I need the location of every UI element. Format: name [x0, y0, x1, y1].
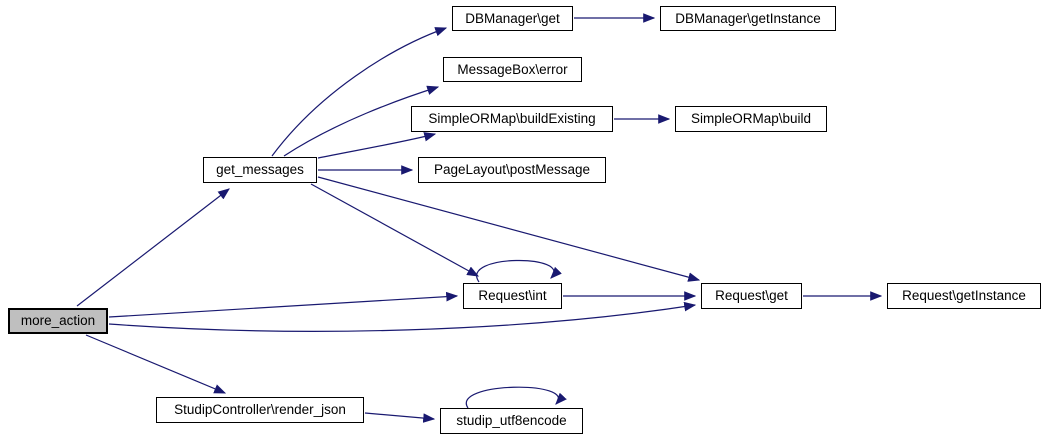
- edge-more_action-request_get: [108, 301, 697, 332]
- edge-more_action-get_messages: [76, 188, 230, 307]
- edge-more_action-request_int: [108, 291, 459, 318]
- edge-get_messages-dbmanager_get: [271, 27, 448, 157]
- edge-render_json-studip_utf8encode: [364, 412, 436, 423]
- node-request-getinstance[interactable]: Request\getInstance: [887, 283, 1041, 309]
- node-studipcontroller-render-json[interactable]: StudipController\render_json: [156, 397, 364, 423]
- edge-request_int-self-loop: [476, 259, 562, 283]
- node-more-action[interactable]: more_action: [8, 308, 108, 334]
- node-dbmanager-getinstance[interactable]: DBManager\getInstance: [660, 6, 836, 31]
- node-studip-utf8encode[interactable]: studip_utf8encode: [440, 408, 583, 434]
- node-request-int[interactable]: Request\int: [463, 283, 562, 309]
- node-simpleormap-build[interactable]: SimpleORMap\build: [675, 106, 827, 132]
- node-request-get[interactable]: Request\get: [701, 283, 802, 309]
- edge-get_messages-messagebox_error: [283, 85, 440, 157]
- node-get-messages[interactable]: get_messages: [203, 157, 317, 183]
- node-dbmanager-get[interactable]: DBManager\get: [452, 6, 573, 31]
- node-simpleormap-buildexisting[interactable]: SimpleORMap\buildExisting: [411, 106, 613, 132]
- edge-studip_utf8encode-self-loop: [465, 386, 567, 409]
- node-pagelayout-postmessage[interactable]: PageLayout\postMessage: [418, 157, 606, 183]
- node-messagebox-error[interactable]: MessageBox\error: [443, 57, 582, 82]
- edge-get_messages-simpleormap_buildexisting: [317, 132, 437, 159]
- edge-get_messages-request_int: [310, 183, 480, 277]
- edge-more_action-render_json: [85, 334, 227, 394]
- edge-get_messages-request_get: [317, 176, 701, 282]
